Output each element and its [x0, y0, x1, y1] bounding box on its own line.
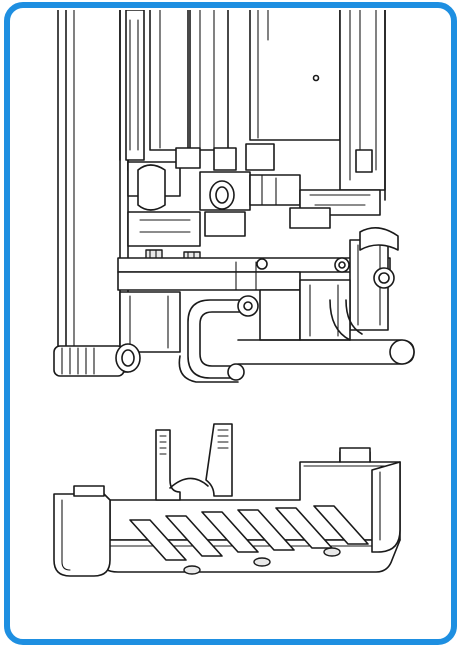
frame-border [4, 2, 457, 645]
unit-lower-assembly [53, 10, 415, 383]
bottom-cover [53, 423, 401, 577]
